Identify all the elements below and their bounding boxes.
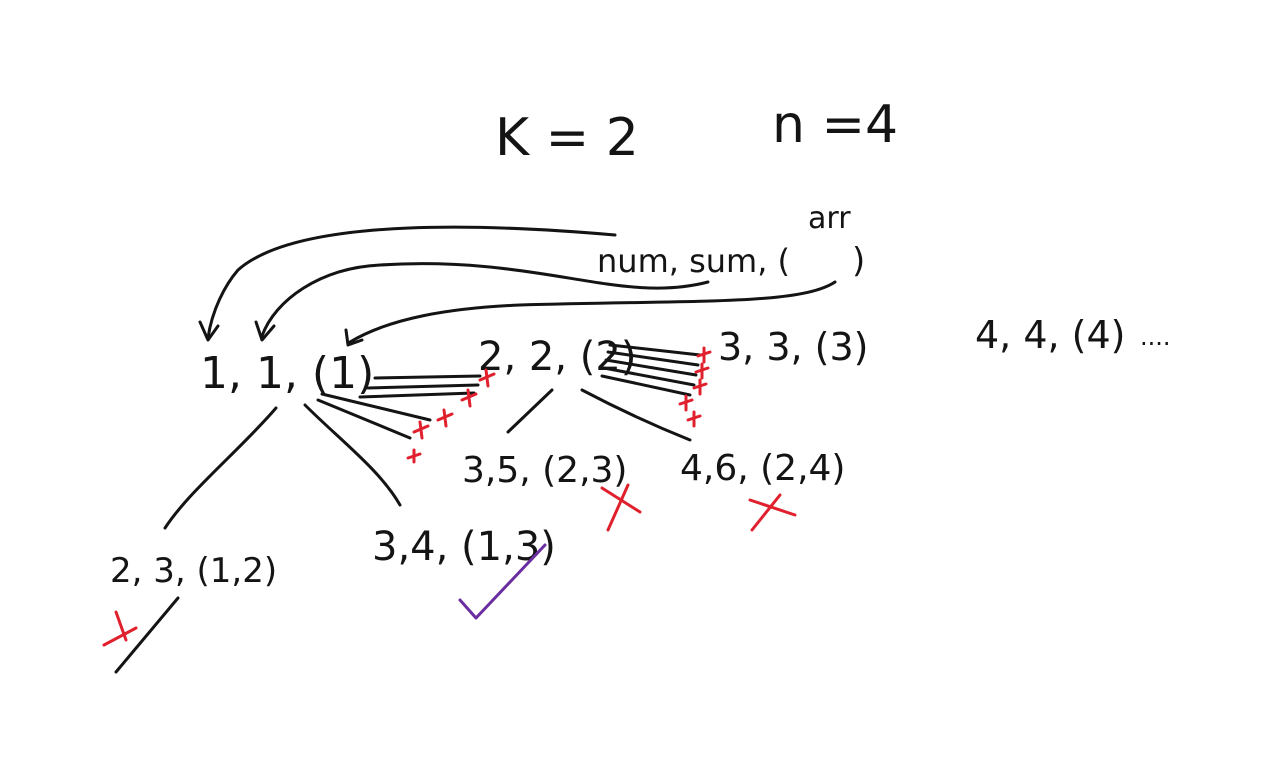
arrow-num-head: [198, 320, 220, 342]
reject-x-2-4: [748, 493, 797, 532]
arrow-sum-head: [254, 320, 276, 342]
edge-2-to-2-3: [506, 388, 554, 434]
sibling-links-1: [358, 374, 482, 399]
reject-x-2-3: [600, 483, 642, 532]
arrow-sum: [260, 262, 710, 338]
reject-x-1-2: [102, 610, 138, 647]
accept-check-1-3: [458, 543, 547, 620]
edge-1-fan-b: [320, 392, 432, 422]
sibling-links-2: [600, 343, 702, 397]
edge-2-to-2-4: [580, 388, 692, 442]
reject-marks-1: [406, 368, 496, 464]
node-3-5-2-3: 3,5, (2,3): [462, 450, 627, 491]
edge-1-fan-a: [316, 398, 412, 440]
node-2-2-2: 2, 2, (2): [478, 334, 636, 380]
node-3-4-1-3: 3,4, (1,3): [372, 524, 556, 570]
legend-arr: arr: [808, 201, 851, 236]
node-4-4-4: 4, 4, (4): [975, 313, 1126, 357]
node-2-3-1-2: 2, 3, (1,2): [110, 551, 277, 591]
tree-edges: [114, 388, 692, 674]
arrow-num: [206, 225, 617, 340]
arrow-arr: [348, 280, 837, 344]
legend-fields: num, sum, (: [597, 242, 790, 280]
legend-arrows: [198, 225, 837, 347]
legend-close-paren: ): [852, 241, 865, 281]
node-3-3-3: 3, 3, (3): [718, 325, 869, 369]
k-label: K = 2: [495, 108, 639, 168]
edge-1-to-1-2: [163, 406, 278, 530]
ellipsis: ....: [1140, 323, 1171, 351]
edge-1-2-down: [114, 596, 180, 674]
edge-1-to-1-3: [303, 403, 402, 507]
node-4-6-2-4: 4,6, (2,4): [680, 448, 845, 489]
node-1-1-1: 1, 1, (1): [200, 348, 374, 399]
reject-marks-2: [678, 346, 712, 428]
arrow-arr-head: [344, 328, 364, 347]
n-label: n =4: [772, 95, 898, 155]
